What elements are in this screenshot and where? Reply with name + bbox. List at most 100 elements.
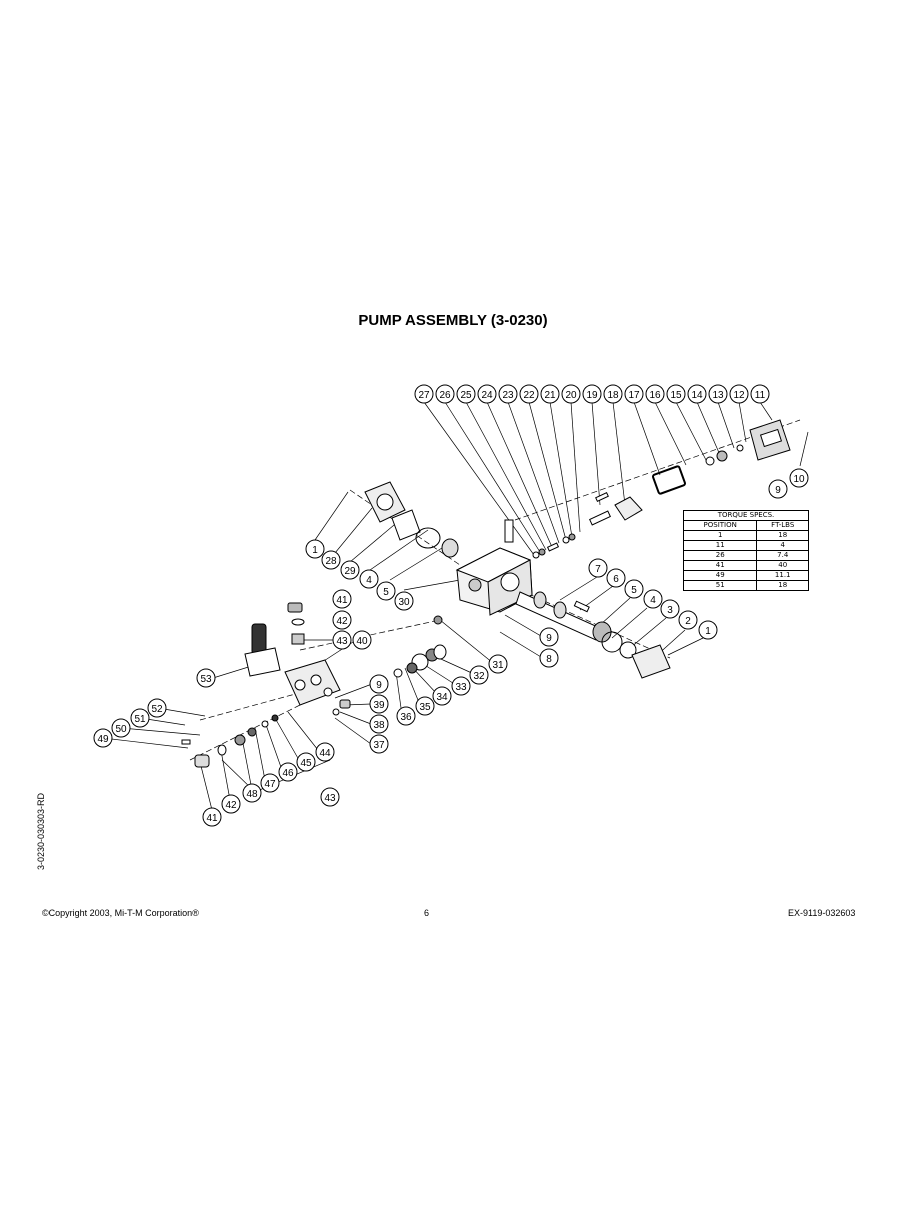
callouts: 27 26 25 24 23 22 21 20 19 18 17 16 15 1… — [93, 384, 809, 827]
callout-40: 40 — [352, 630, 372, 650]
callout-43-top: 43 — [332, 630, 352, 650]
svg-text:13: 13 — [712, 390, 724, 401]
svg-text:25: 25 — [460, 390, 472, 401]
svg-text:5: 5 — [631, 585, 637, 596]
callout-33: 33 — [451, 676, 471, 696]
svg-text:49: 49 — [97, 734, 109, 745]
svg-text:36: 36 — [400, 712, 412, 723]
svg-text:35: 35 — [419, 702, 431, 713]
unloader-valve — [251, 623, 267, 655]
callout-42-top: 42 — [332, 610, 352, 630]
callout-20: 20 — [561, 384, 581, 404]
svg-text:9: 9 — [376, 680, 382, 691]
callout-41-low: 41 — [202, 807, 222, 827]
callout-45: 45 — [296, 752, 316, 772]
svg-text:53: 53 — [200, 674, 212, 685]
svg-text:47: 47 — [264, 779, 276, 790]
callout-48: 48 — [242, 783, 262, 803]
callout-24: 24 — [477, 384, 497, 404]
callout-53: 53 — [196, 668, 216, 688]
svg-text:18: 18 — [607, 390, 619, 401]
svg-text:5: 5 — [383, 587, 389, 598]
callout-1-right: 1 — [698, 620, 718, 640]
svg-text:10: 10 — [793, 474, 805, 485]
svg-text:21: 21 — [544, 390, 556, 401]
callout-50: 50 — [111, 718, 131, 738]
svg-text:4: 4 — [366, 575, 372, 586]
svg-text:27: 27 — [418, 390, 430, 401]
svg-text:45: 45 — [300, 758, 312, 769]
callout-9-low: 9 — [369, 674, 389, 694]
callout-28: 28 — [321, 550, 341, 570]
svg-text:41: 41 — [206, 813, 218, 824]
callout-36: 36 — [396, 706, 416, 726]
torque-header-position: POSITION — [682, 520, 758, 531]
svg-text:3: 3 — [667, 605, 673, 616]
svg-text:39: 39 — [373, 700, 385, 711]
callout-9-mid: 9 — [539, 627, 559, 647]
svg-text:44: 44 — [319, 748, 331, 759]
svg-text:38: 38 — [373, 720, 385, 731]
svg-text:15: 15 — [670, 390, 682, 401]
svg-text:41: 41 — [336, 595, 348, 606]
svg-text:26: 26 — [439, 390, 451, 401]
callout-9-top: 9 — [768, 479, 788, 499]
footer-copyright: ©Copyright 2003, Mi-T-M Corporation® — [42, 908, 199, 918]
svg-text:6: 6 — [613, 574, 619, 585]
callout-6: 6 — [606, 568, 626, 588]
callout-19: 19 — [582, 384, 602, 404]
callout-5-right: 5 — [624, 579, 644, 599]
callout-2: 2 — [678, 610, 698, 630]
svg-text:1: 1 — [705, 626, 711, 637]
leader-lines — [102, 401, 809, 811]
svg-text:37: 37 — [373, 740, 385, 751]
svg-text:46: 46 — [282, 768, 294, 779]
callout-23: 23 — [498, 384, 518, 404]
svg-text:9: 9 — [775, 485, 781, 496]
footer-page-number: 6 — [424, 908, 430, 918]
callout-16: 16 — [645, 384, 665, 404]
svg-text:12: 12 — [733, 390, 745, 401]
callout-32: 32 — [469, 665, 489, 685]
callout-46: 46 — [278, 762, 298, 782]
svg-text:32: 32 — [473, 671, 485, 682]
svg-text:33: 33 — [455, 682, 467, 693]
callout-18: 18 — [603, 384, 623, 404]
callout-30: 30 — [394, 591, 414, 611]
callout-34: 34 — [432, 686, 452, 706]
svg-text:52: 52 — [151, 704, 163, 715]
svg-text:30: 30 — [398, 597, 410, 608]
svg-text:1: 1 — [312, 545, 318, 556]
svg-text:16: 16 — [649, 390, 661, 401]
callout-26: 26 — [435, 384, 455, 404]
svg-text:23: 23 — [502, 390, 514, 401]
callout-29: 29 — [340, 560, 360, 580]
callout-15: 15 — [666, 384, 686, 404]
callout-43-low: 43 — [320, 787, 340, 807]
callout-35: 35 — [415, 696, 435, 716]
footer-doc-code: EX-9119-032603 — [788, 908, 856, 918]
callout-42-low: 42 — [221, 794, 241, 814]
svg-text:48: 48 — [246, 789, 258, 800]
callout-49: 49 — [93, 728, 113, 748]
callout-21: 21 — [540, 384, 560, 404]
callout-39: 39 — [369, 694, 389, 714]
svg-text:42: 42 — [336, 616, 348, 627]
svg-text:9: 9 — [546, 633, 552, 644]
callout-51: 51 — [130, 708, 150, 728]
callout-47: 47 — [260, 773, 280, 793]
callout-4-right: 4 — [643, 589, 663, 609]
callout-5-left: 5 — [376, 581, 396, 601]
callout-25: 25 — [456, 384, 476, 404]
svg-text:34: 34 — [436, 692, 448, 703]
torque-header-ftlbs: FT-LBS — [756, 520, 809, 531]
svg-text:2: 2 — [685, 616, 691, 627]
